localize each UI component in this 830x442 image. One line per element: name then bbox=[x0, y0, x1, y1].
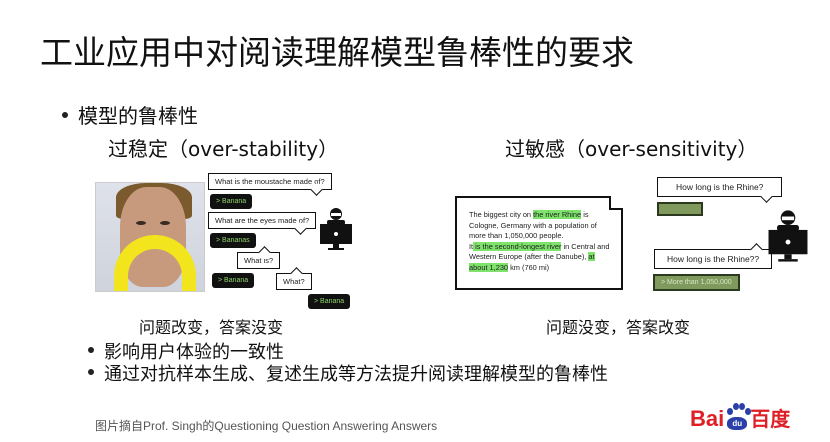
moustache-photo bbox=[95, 182, 205, 292]
computer-user-icon bbox=[320, 208, 352, 250]
question-bubble: How long is the Rhine?? bbox=[654, 249, 773, 269]
answer-box: > Banana bbox=[212, 273, 255, 288]
heading-over-sensitivity: 过敏感（over-sensitivity） bbox=[505, 137, 758, 161]
question-bubble: What is the moustache made of? bbox=[208, 173, 332, 190]
computer-user-icon bbox=[768, 210, 808, 262]
question-bubble: What? bbox=[276, 273, 312, 290]
bullet-dot-icon bbox=[88, 369, 94, 375]
page-fold-icon bbox=[609, 196, 623, 210]
caption-left: 问题改变，答案没变 bbox=[139, 318, 284, 337]
heading-over-stability: 过稳定（over-stability） bbox=[108, 137, 339, 161]
passage-document: The biggest city on the river Rhine is C… bbox=[455, 196, 623, 290]
baidu-logo: Bai du 百度 bbox=[690, 402, 790, 438]
bullet-robustness: 模型的鲁棒性 bbox=[62, 100, 198, 129]
footer-source-note: 图片摘自Prof. Singh的Questioning Question Ans… bbox=[95, 419, 438, 433]
answer-box-empty bbox=[657, 202, 703, 216]
question-bubble: What are the eyes made of? bbox=[208, 212, 317, 229]
highlight: the river Rhine bbox=[533, 210, 582, 219]
answer-box: > Banana bbox=[308, 294, 351, 309]
slide-title: 工业应用中对阅读理解模型鲁棒性的要求 bbox=[40, 33, 634, 72]
caption-right: 问题没变，答案改变 bbox=[546, 318, 691, 337]
bullet-methods: 通过对抗样本生成、复述生成等方法提升阅读理解模型的鲁棒性 bbox=[88, 360, 608, 386]
bullet-dot-icon bbox=[88, 347, 94, 353]
question-bubble: What is? bbox=[237, 252, 281, 269]
bullet-text: 模型的鲁棒性 bbox=[78, 104, 198, 128]
highlight: is the second-longest river bbox=[473, 241, 562, 251]
answer-box: > More than 1,050,000 bbox=[653, 274, 740, 291]
answer-box: > Bananas bbox=[210, 233, 256, 248]
bullet-dot-icon bbox=[62, 111, 68, 118]
answer-box: > Banana bbox=[210, 194, 253, 209]
paw-icon: du bbox=[724, 402, 752, 432]
bullet-consistency: 影响用户体验的一致性 bbox=[88, 338, 284, 364]
question-bubble: How long is the Rhine? bbox=[657, 177, 783, 197]
